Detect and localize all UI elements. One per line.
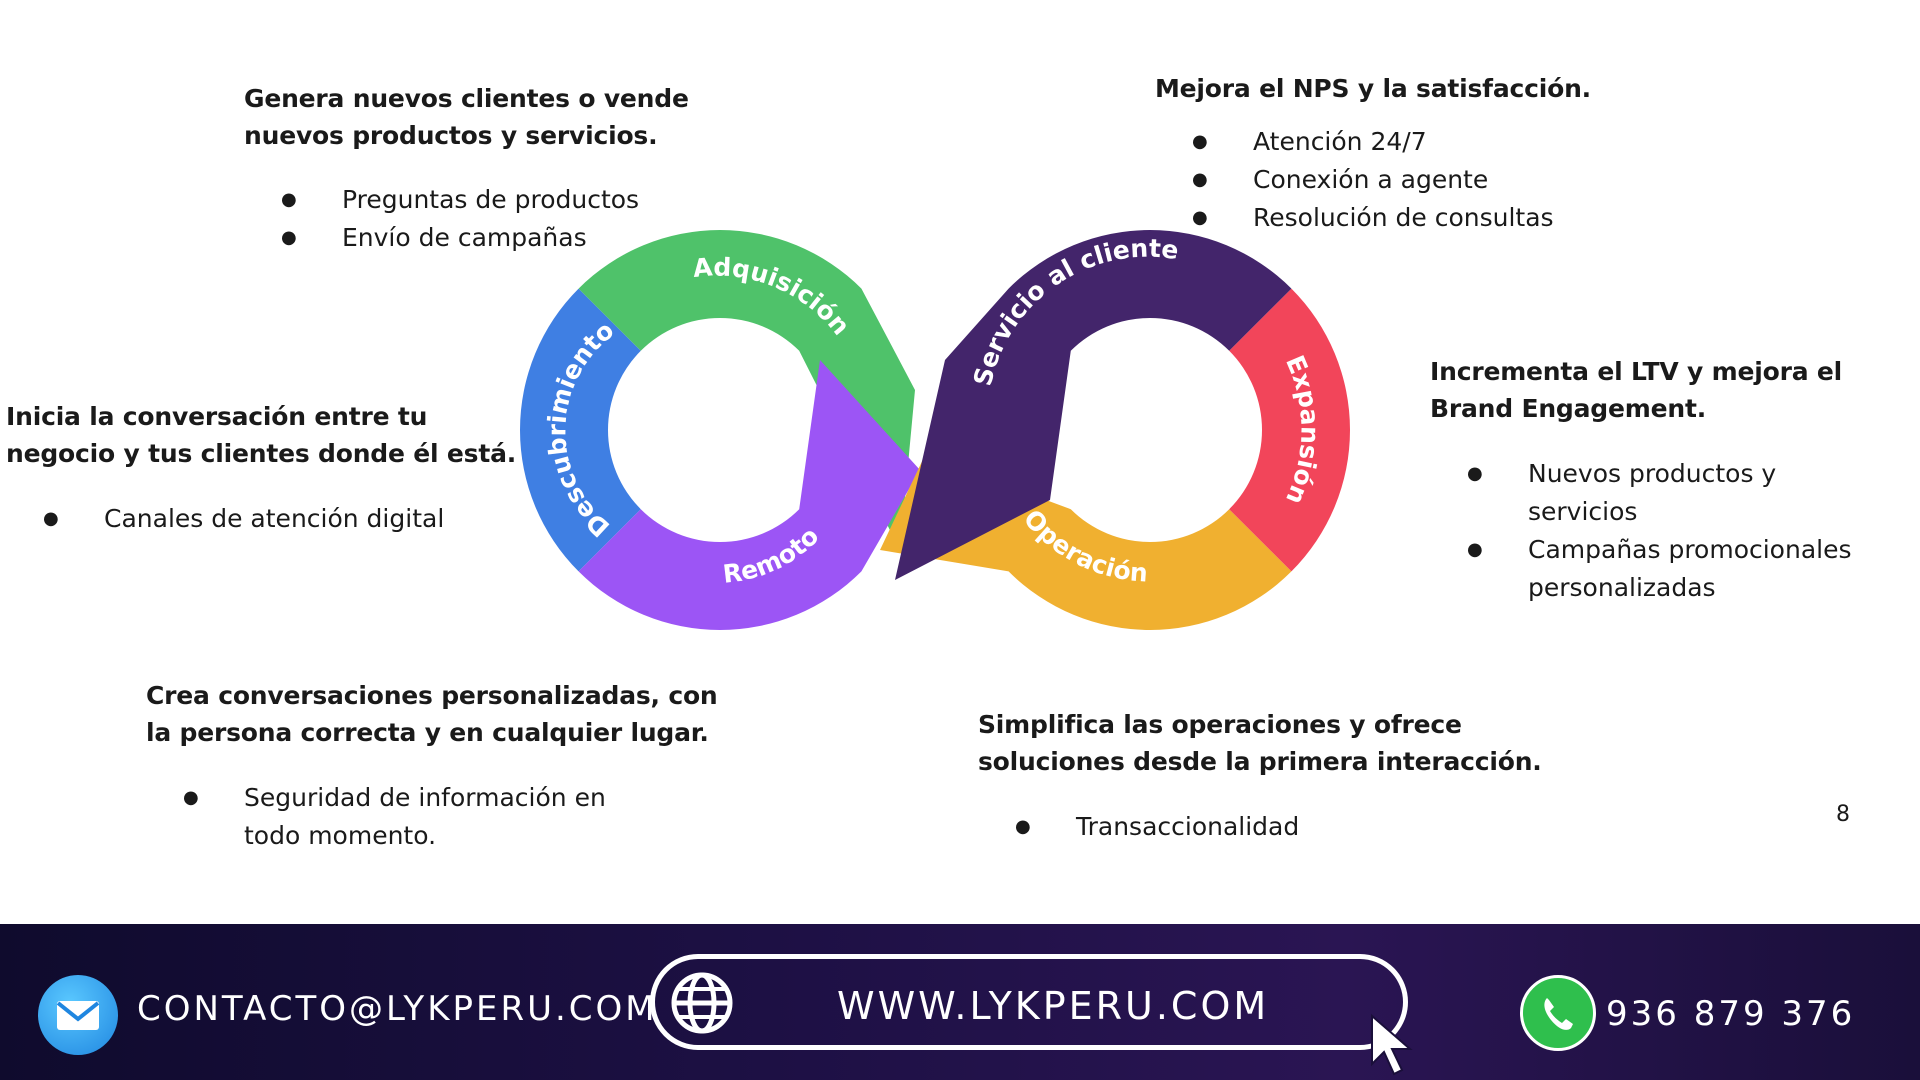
- segment-expansion: [1229, 288, 1350, 572]
- contact-phone[interactable]: 936 879 376: [1606, 994, 1856, 1034]
- section-heading: Crea conversaciones personalizadas, con …: [146, 681, 718, 747]
- globe-icon: [671, 972, 733, 1034]
- list-item: Campañas promocionales personalizadas: [1430, 531, 1870, 607]
- list-item: Envío de campañas: [244, 219, 784, 257]
- section-operacion: Simplifica las operaciones y ofrece solu…: [978, 706, 1578, 846]
- section-heading: Mejora el NPS y la satisfacción.: [1155, 74, 1591, 103]
- bullet-list: Preguntas de productos Envío de campañas: [244, 181, 784, 257]
- list-item: Nuevos productos y servicios: [1430, 455, 1870, 531]
- segment-remoto: [578, 360, 920, 630]
- list-item: Canales de atención digital: [6, 500, 526, 538]
- contact-email[interactable]: CONTACTO@LYKPERU.COM: [137, 989, 658, 1029]
- section-heading: Simplifica las operaciones y ofrece solu…: [978, 710, 1542, 776]
- section-expansion: Incrementa el LTV y mejora el Brand Enga…: [1430, 353, 1910, 607]
- page-number: 8: [1836, 802, 1850, 827]
- list-item: Transaccionalidad: [978, 808, 1578, 846]
- list-item: Atención 24/7: [1155, 123, 1605, 161]
- list-item: Seguridad de información en todo momento…: [146, 779, 666, 855]
- website-link[interactable]: WWW.LYKPERU.COM: [837, 984, 1270, 1028]
- section-adquisicion: Genera nuevos clientes o vende nuevos pr…: [244, 80, 784, 257]
- segment-descubrimiento: [520, 288, 641, 572]
- segment-adquisicion: [578, 230, 915, 551]
- whatsapp-icon: [1520, 975, 1596, 1051]
- section-remoto: Crea conversaciones personalizadas, con …: [146, 677, 726, 855]
- list-item: Resolución de consultas: [1155, 199, 1605, 237]
- section-servicio: Mejora el NPS y la satisfacción. Atenció…: [1155, 70, 1605, 237]
- section-descubrimiento: Inicia la conversación entre tu negocio …: [6, 398, 526, 538]
- section-heading: Genera nuevos clientes o vende nuevos pr…: [244, 84, 689, 150]
- list-item: Conexión a agente: [1155, 161, 1605, 199]
- bullet-list: Seguridad de información en todo momento…: [146, 779, 666, 855]
- segment-servicio: [895, 230, 1292, 580]
- section-heading: Inicia la conversación entre tu negocio …: [6, 402, 517, 468]
- footer-bar: [0, 924, 1920, 1080]
- section-heading: Incrementa el LTV y mejora el Brand Enga…: [1430, 357, 1843, 423]
- infinity-loop-diagram: Descubrimiento Adquisición Remoto Servic…: [520, 230, 1350, 630]
- list-item: Preguntas de productos: [244, 181, 784, 219]
- bullet-list: Atención 24/7 Conexión a agente Resoluci…: [1155, 123, 1605, 237]
- bullet-list: Canales de atención digital: [6, 500, 526, 538]
- mail-icon: [38, 975, 118, 1055]
- cursor-icon: [1371, 1013, 1413, 1076]
- bullet-list: Nuevos productos y servicios Campañas pr…: [1430, 455, 1870, 607]
- website-frame[interactable]: [650, 954, 1408, 1050]
- bullet-list: Transaccionalidad: [978, 808, 1578, 846]
